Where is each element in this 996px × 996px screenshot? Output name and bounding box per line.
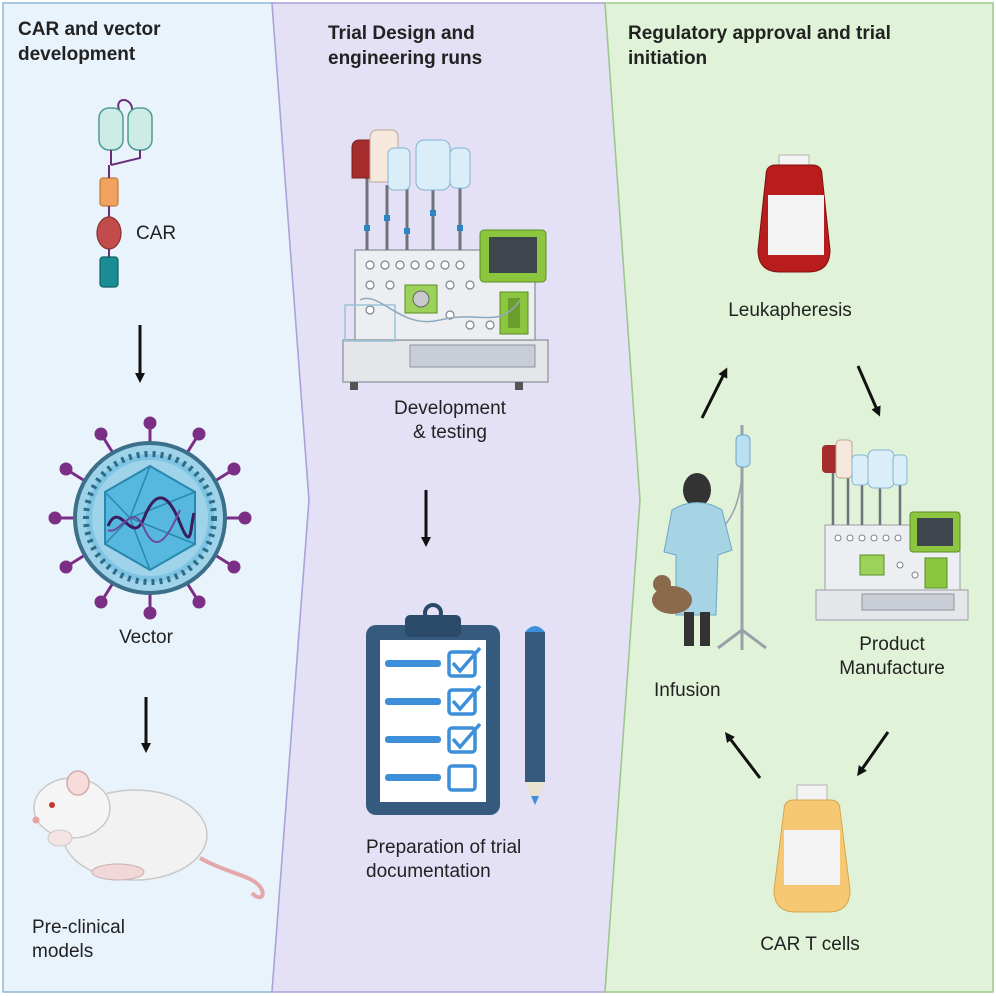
panel2-title: Trial Design and engineering runs xyxy=(328,21,598,71)
panel3-title-line1: Regulatory approval and trial xyxy=(628,23,891,44)
manufacturing-machine-small-icon xyxy=(815,439,969,621)
arrow-infusion-to-leuka xyxy=(700,367,728,419)
preclinical-label: Pre-clinical models xyxy=(32,916,232,964)
product-manufacture-label-line1: Product xyxy=(859,634,925,655)
vector-label: Vector xyxy=(119,627,173,648)
product-manufacture-label: Product Manufacture xyxy=(812,633,972,681)
panel-regulatory-bg xyxy=(604,2,994,993)
product-manufacture-label-line2: Manufacture xyxy=(839,658,945,679)
manufacturing-machine-icon xyxy=(342,129,549,390)
dev-testing-label-line1: Development xyxy=(394,398,506,419)
prep-doc-label: Preparation of trial documentation xyxy=(366,836,596,884)
pen-icon xyxy=(525,626,545,805)
patient-infusion-icon xyxy=(652,425,767,650)
dev-testing-label-line2: & testing xyxy=(413,422,487,443)
panel3-title-line2: initiation xyxy=(628,48,708,69)
panel2-title-line1: Trial Design and xyxy=(328,23,475,44)
car-construct-icon xyxy=(96,99,153,288)
arrow-product-to-cart xyxy=(857,731,890,777)
vector-virus-icon xyxy=(48,416,252,620)
panel2-title-line2: engineering runs xyxy=(328,48,483,69)
panel1-title-line2: development xyxy=(18,44,136,65)
prep-doc-label-line1: Preparation of trial xyxy=(366,837,522,858)
clipboard-icon xyxy=(366,603,500,815)
panel1-title: CAR and vector development xyxy=(18,17,268,67)
arrow-cart-to-infusion xyxy=(724,732,762,779)
mouse-icon xyxy=(32,770,265,900)
leukapheresis-label: Leukapheresis xyxy=(728,300,852,321)
preclinical-label-line2: models xyxy=(32,941,94,962)
dev-testing-label: Development & testing xyxy=(355,397,545,445)
blood-bag-icon xyxy=(757,154,831,273)
car-t-bag-icon xyxy=(773,784,851,913)
car-label: CAR xyxy=(136,223,177,244)
panel3-title: Regulatory approval and trial initiation xyxy=(628,21,988,71)
arrow-leuka-to-product xyxy=(856,365,881,417)
prep-doc-label-line2: documentation xyxy=(366,861,491,882)
infusion-label: Infusion xyxy=(654,680,721,701)
car-t-cells-label: CAR T cells xyxy=(760,934,860,955)
preclinical-label-line1: Pre-clinical xyxy=(32,917,125,938)
panel1-title-line1: CAR and vector xyxy=(18,19,161,40)
